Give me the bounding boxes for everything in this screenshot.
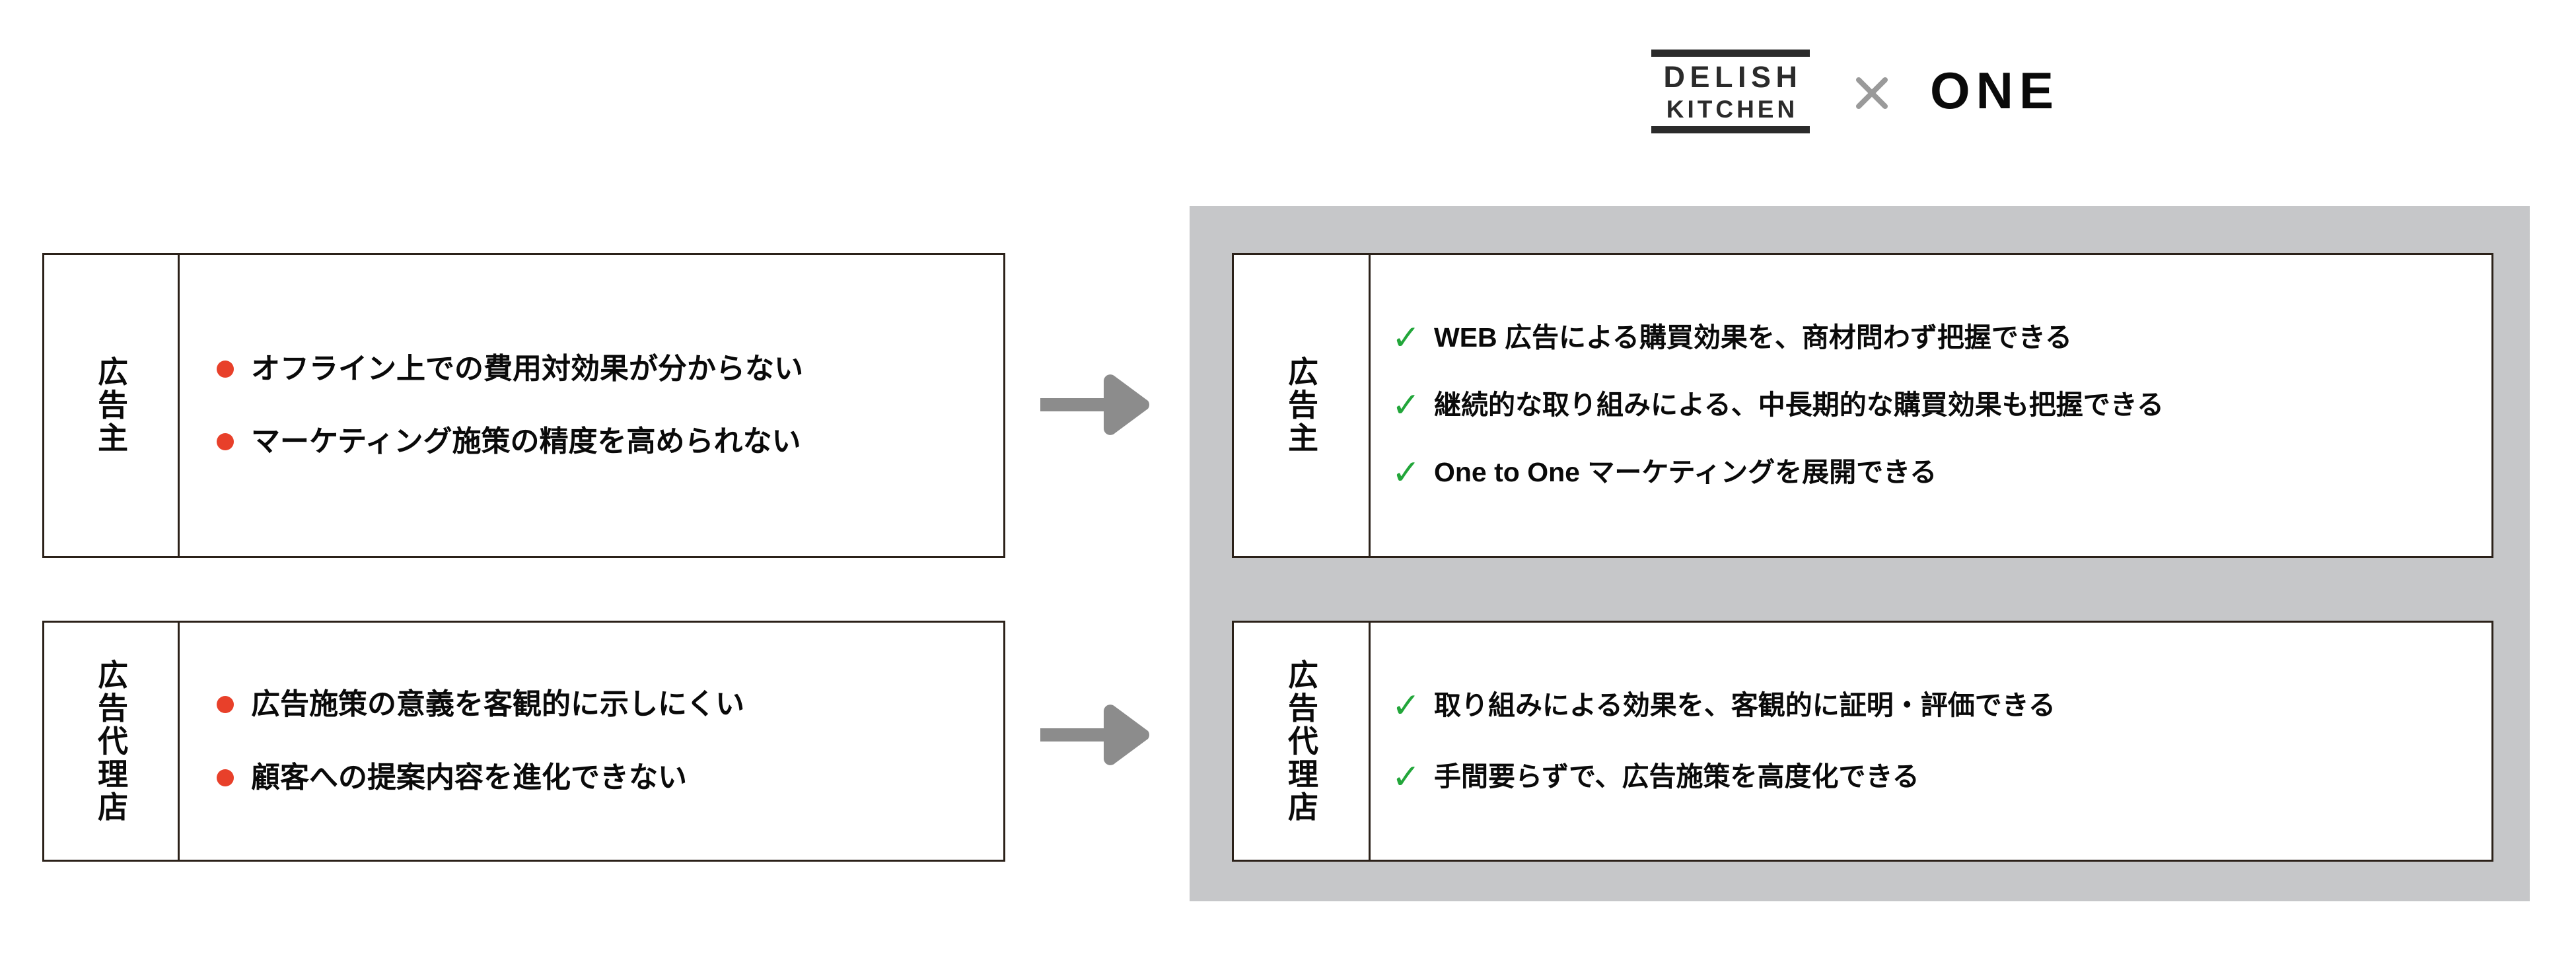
list-item-label: オフライン上での費用対効果が分からない <box>251 352 803 385</box>
agency-label: 広告代理店 <box>1284 658 1318 824</box>
brand-lockup: DELISH KITCHEN ONE <box>1631 26 2133 139</box>
list-item-label: 継続的な取り組みによる、中長期的な購買効果も把握できる <box>1434 390 2164 421</box>
list-item-label: WEB 広告による購買効果を、商材問わず把握できる <box>1434 322 2072 353</box>
list-item: オフライン上での費用対効果が分からない <box>217 353 1003 385</box>
agency-label: 広告代理店 <box>94 658 128 824</box>
kitchen-wordmark: KITCHEN <box>1666 95 1799 123</box>
logo-rule-top <box>1651 50 1810 57</box>
agency-problem-list: 広告施策の意義を客観的に示しにくい 顧客への提案内容を進化できない <box>180 623 1003 860</box>
list-item: ✓ 取り組みによる効果を、客観的に証明・評価できる <box>1392 689 2491 723</box>
list-item-label: 顧客への提案内容を進化できない <box>251 761 687 794</box>
advertiser-problem-label-column: 広告主 <box>44 255 180 556</box>
logo-rule-bottom <box>1651 125 1810 133</box>
agency-problem-label-column: 広告代理店 <box>44 623 180 860</box>
advertiser-problem-card: 広告主 オフライン上での費用対効果が分からない マーケティング施策の精度を高めら… <box>42 253 1005 558</box>
agency-benefit-label-column: 広告代理店 <box>1234 623 1371 860</box>
advertiser-label: 広告主 <box>94 356 128 455</box>
arrow-right-icon <box>1040 374 1153 435</box>
list-item: ✓ WEB 広告による購買効果を、商材問わず把握できる <box>1392 321 2491 355</box>
bullet-dot-icon <box>217 433 234 451</box>
bullet-dot-icon <box>217 769 234 786</box>
advertiser-benefit-list: ✓ WEB 広告による購買効果を、商材問わず把握できる ✓ 継続的な取り組みによ… <box>1371 255 2491 556</box>
list-item: マーケティング施策の精度を高められない <box>217 425 1003 458</box>
bullet-dot-icon <box>217 696 234 714</box>
advertiser-benefit-card: 広告主 ✓ WEB 広告による購買効果を、商材問わず把握できる ✓ 継続的な取り… <box>1232 253 2493 558</box>
agency-benefit-list: ✓ 取り組みによる効果を、客観的に証明・評価できる ✓ 手間要らずで、広告施策を… <box>1371 623 2491 860</box>
check-icon: ✓ <box>1392 454 1421 492</box>
agency-problem-card: 広告代理店 広告施策の意義を客観的に示しにくい 顧客への提案内容を進化できない <box>42 621 1005 862</box>
delish-kitchen-logo: DELISH KITCHEN <box>1651 50 1810 133</box>
list-item-label: マーケティング施策の精度を高められない <box>251 425 801 458</box>
advertiser-benefit-label-column: 広告主 <box>1234 255 1371 556</box>
list-item-label: 広告施策の意義を客観的に示しにくい <box>251 688 745 721</box>
delish-wordmark: DELISH <box>1663 60 1803 94</box>
list-item: 広告施策の意義を客観的に示しにくい <box>217 688 1003 721</box>
check-icon: ✓ <box>1392 386 1421 425</box>
list-item: ✓ One to One マーケティングを展開できる <box>1392 456 2491 490</box>
agency-benefit-card: 広告代理店 ✓ 取り組みによる効果を、客観的に証明・評価できる ✓ 手間要らずで… <box>1232 621 2493 862</box>
list-item-label: One to One マーケティングを展開できる <box>1434 457 1937 488</box>
cross-multiply-icon <box>1854 75 1890 111</box>
advertiser-problem-list: オフライン上での費用対効果が分からない マーケティング施策の精度を高められない <box>180 255 1003 556</box>
check-icon: ✓ <box>1392 757 1421 796</box>
advertiser-label: 広告主 <box>1284 356 1318 455</box>
check-icon: ✓ <box>1392 686 1421 725</box>
check-icon: ✓ <box>1392 319 1421 357</box>
list-item: 顧客への提案内容を進化できない <box>217 761 1003 794</box>
bullet-dot-icon <box>217 360 234 378</box>
list-item-label: 取り組みによる効果を、客観的に証明・評価できる <box>1434 689 2056 720</box>
list-item-label: 手間要らずで、広告施策を高度化できる <box>1434 761 1919 792</box>
list-item: ✓ 継続的な取り組みによる、中長期的な購買効果も把握できる <box>1392 388 2491 423</box>
arrow-right-icon <box>1040 705 1153 765</box>
list-item: ✓ 手間要らずで、広告施策を高度化できる <box>1392 760 2491 794</box>
one-wordmark: ONE <box>1930 61 2060 120</box>
